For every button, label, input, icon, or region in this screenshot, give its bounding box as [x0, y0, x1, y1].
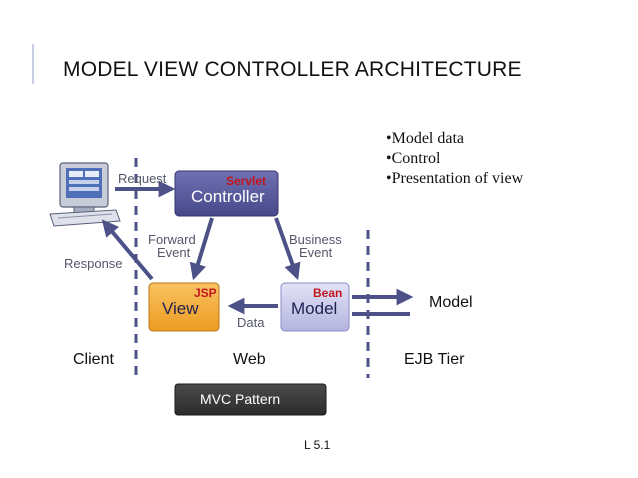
view-tag: JSP — [194, 286, 217, 300]
forward-event-arrow — [189, 217, 214, 281]
view-box: JSP View — [148, 282, 220, 332]
business-label: Business — [289, 232, 342, 247]
response-label: Response — [64, 256, 123, 271]
slide-footer: L 5.1 — [304, 438, 331, 452]
ejb-model-label: Model — [429, 294, 473, 311]
view-label: View — [162, 299, 199, 318]
bullet-item: •Presentation of view — [386, 170, 524, 187]
model-label: Model — [291, 299, 337, 318]
title-accent-bar — [32, 44, 34, 84]
slide-title: MODEL VIEW CONTROLLER ARCHITECTURE — [63, 58, 522, 81]
client-computer-icon — [49, 162, 121, 227]
mvc-pattern-badge: MVC Pattern — [174, 383, 327, 416]
model-box: Bean Model — [280, 282, 350, 332]
business-event-arrow — [274, 217, 301, 281]
mvc-pattern-label: MVC Pattern — [200, 391, 280, 407]
forward-event-label: Event — [157, 245, 191, 260]
bullet-item: •Model data — [386, 130, 465, 147]
bullet-item: •Control — [386, 150, 441, 167]
controller-label: Controller — [191, 187, 265, 206]
controller-tag: Servlet — [226, 174, 266, 188]
forward-label: Forward — [148, 232, 196, 247]
response-arrow — [101, 219, 154, 281]
request-label: Request — [118, 171, 167, 186]
business-event-label: Event — [299, 245, 333, 260]
model-tag: Bean — [313, 286, 342, 300]
bullet-list: •Model data •Control •Presentation of vi… — [386, 129, 523, 189]
tier-client: Client — [73, 351, 114, 368]
tier-web: Web — [233, 351, 266, 368]
data-label: Data — [237, 315, 265, 330]
tier-ejb: EJB Tier — [404, 351, 465, 368]
controller-box: Servlet Controller — [174, 170, 279, 217]
